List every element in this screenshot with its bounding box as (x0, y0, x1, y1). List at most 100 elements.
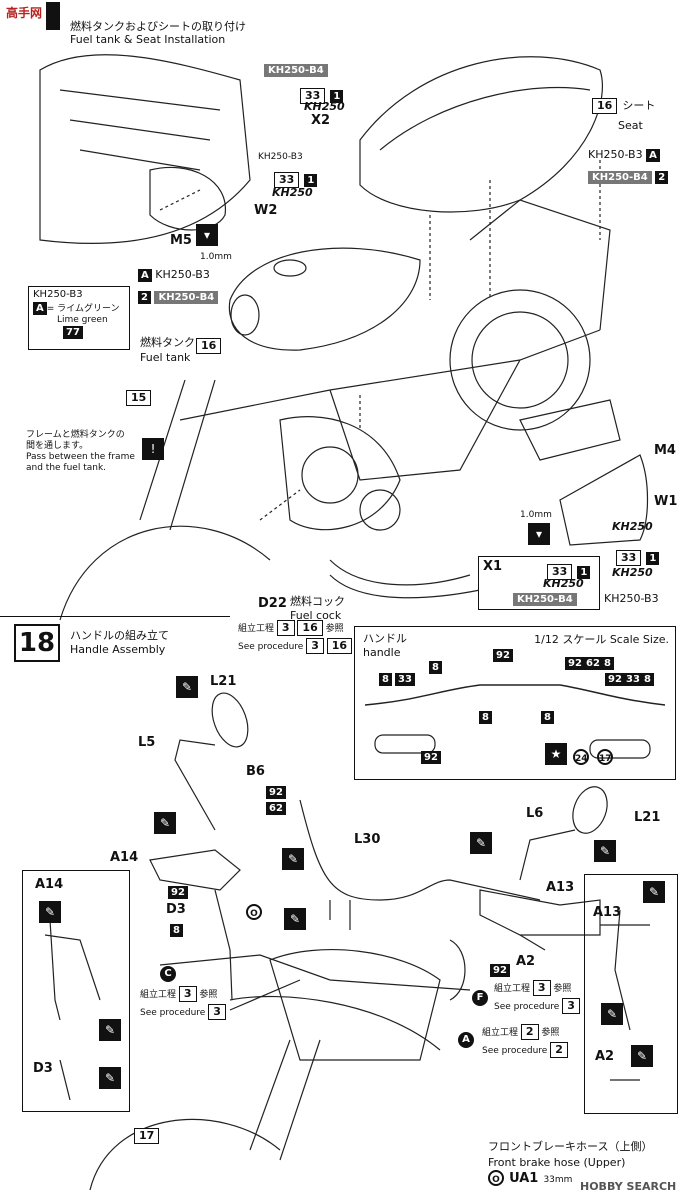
left-detail-a14: A14 (35, 877, 64, 892)
procedure-ref-top: 組立工程 3 16 参照 See procedure 3 16 (238, 620, 353, 656)
inset-8-left: 8 (379, 673, 392, 686)
color-note-box: KH250-B3 A= ライムグリーン Lime green 77 (28, 286, 130, 350)
marker-a: A (458, 1032, 474, 1048)
decal-w1-letter: W1 (654, 494, 678, 509)
right-tag-b4: KH250-B4 2 (588, 170, 669, 184)
step-divider (0, 616, 230, 617)
drill-size: 1.0mm (200, 252, 232, 262)
drill-icon-2: ▾ (528, 523, 550, 545)
inset-33-right: 33 (623, 673, 643, 686)
paint-92-d3: 92 (168, 886, 188, 899)
inset-8-d: 8 (601, 657, 614, 670)
inset-8-right: 8 (641, 673, 654, 686)
decal-w2-letter: W2 (254, 203, 278, 218)
inset-92-top: 92 (493, 649, 513, 662)
part-m4: M4 (654, 443, 676, 458)
frame-note: フレームと燃料タンクの間を通します。 Pass between the fram… (26, 430, 135, 473)
step-18-title-en: Handle Assembly (70, 643, 166, 656)
part-m5: M5 (170, 233, 192, 248)
inset-92-left: 92 (421, 751, 441, 764)
part-l6: L6 (526, 806, 544, 821)
paint-92-a2: 92 (490, 964, 510, 977)
paint-8-d3: 8 (170, 924, 183, 937)
part-l30: L30 (354, 832, 381, 847)
decal-w1-mark: KH250 (612, 566, 653, 579)
m5-variant-2: 2 KH250-B4 (138, 290, 219, 304)
left-detail-d3: D3 (33, 1061, 53, 1076)
watermark-logo: 高手网 (6, 6, 43, 20)
step-17-title-jp: 燃料タンクおよびシートの取り付け (70, 20, 246, 33)
decal-w2-tag: KH250-B3 (258, 152, 303, 162)
marker-c: C (160, 966, 176, 982)
inset-handle-jp: ハンドル (363, 632, 407, 645)
inset-17: 17 (597, 749, 613, 765)
decal-x2-tag: KH250-B4 (264, 64, 328, 77)
decal-x1-box: X1 33 1 KH250 KH250-B4 (478, 556, 600, 610)
right-detail-a13: A13 (593, 905, 622, 920)
inset-33-left: 33 (395, 673, 415, 686)
left-detail-box: A14 ✎ ✎ D3 ✎ (22, 870, 130, 1112)
inset-62: 62 (583, 657, 603, 670)
glue-icon-10: ✎ (643, 881, 665, 903)
step-18-number: 18 (14, 624, 60, 662)
part-l21-left: L21 (210, 674, 237, 689)
procedure-ref-c: 組立工程 3 参照 See procedure 3 (140, 986, 226, 1022)
m5-variant-a: A KH250-B3 (138, 268, 210, 282)
decal-w1-mark-top: KH250 (612, 520, 653, 533)
step-17-title-en: Fuel tank & Seat Installation (70, 33, 226, 46)
glue-icon-1: ✎ (176, 676, 198, 698)
fuel-tank-num: 16 (196, 338, 222, 354)
color-note-body: A= ライムグリーン Lime green 77 (29, 302, 129, 339)
decal-x2-mark: KH250 (304, 100, 345, 113)
step-17-marker (46, 2, 60, 30)
right-detail-a2: A2 (595, 1049, 615, 1064)
decal-x2-letter: X2 (311, 113, 331, 128)
right-detail-box: ✎ A13 ✎ ✎ A2 (584, 874, 678, 1114)
part-d22: D22 (258, 596, 287, 611)
procedure-ref-a: 組立工程 2 参照 See procedure 2 (482, 1024, 568, 1060)
inset-scale: 1/12 スケール Scale Size. (534, 633, 669, 646)
footer-watermark: HOBBY SEARCH (580, 1180, 677, 1193)
paint-92-b6: 92 (266, 786, 286, 799)
part-17: 17 (134, 1128, 160, 1144)
inset-8-c: 8 (541, 711, 554, 724)
inset-8-a: 8 (429, 661, 442, 674)
glue-icon-2: ✎ (154, 812, 176, 834)
part-a2: A2 (516, 954, 536, 969)
part-a14: A14 (110, 850, 139, 865)
inset-handle-en: handle (363, 646, 401, 659)
glue-icon-11: ✎ (601, 1003, 623, 1025)
part-b6: B6 (246, 764, 265, 779)
glue-icon-3: ✎ (282, 848, 304, 870)
part-l21-right: L21 (634, 810, 661, 825)
decal-w1-numbers: 33 1 (616, 546, 660, 566)
inset-8-b: 8 (479, 711, 492, 724)
brake-hose-note: フロントブレーキホース（上側） Front brake hose (Upper)… (488, 1140, 653, 1186)
step-18-title-jp: ハンドルの組み立て (70, 629, 169, 642)
glue-icon-4: ✎ (284, 908, 306, 930)
glue-icon-12: ✎ (631, 1045, 653, 1067)
inset-24: 24 (573, 749, 589, 765)
color-note-model: KH250-B3 (33, 289, 83, 300)
part-15: 15 (126, 390, 152, 406)
seat-part: 16 シート Seat (592, 94, 655, 133)
glue-icon-5: ✎ (470, 832, 492, 854)
glue-icon-6: ✎ (594, 840, 616, 862)
handlebar-inset: ハンドル handle 1/12 スケール Scale Size. 8 33 8… (354, 626, 676, 780)
part-d3: D3 (166, 902, 186, 917)
glue-icon-8: ✎ (99, 1019, 121, 1041)
paint-62-b6: 62 (266, 802, 286, 815)
decal-w1-tag: KH250-B3 (604, 592, 659, 605)
glue-icon-9: ✎ (99, 1067, 121, 1089)
star-icon: ★ (545, 743, 567, 765)
decal-x2-numbers: 33 1 (300, 84, 344, 104)
procedure-ref-f: 組立工程 3 参照 See procedure 3 (494, 980, 580, 1016)
marker-o: O (246, 904, 262, 920)
marker-f: F (472, 990, 488, 1006)
decal-w2-mark: KH250 (272, 186, 313, 199)
inset-92-rr: 92 (605, 673, 625, 686)
part-l5: L5 (138, 735, 156, 750)
